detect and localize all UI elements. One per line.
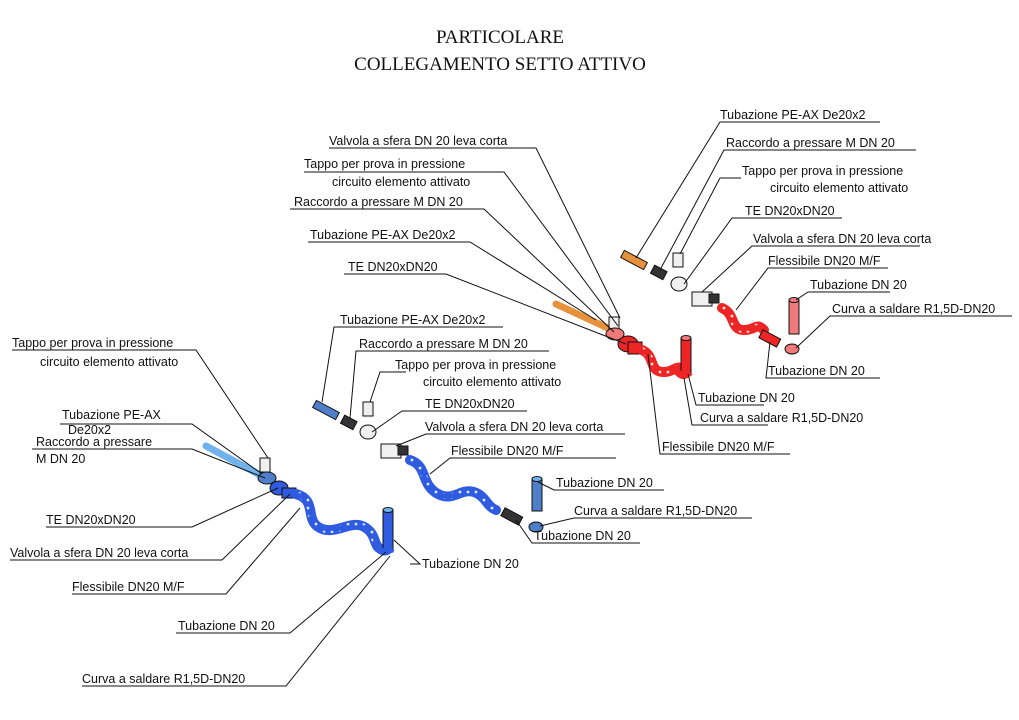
left-label-pe-ax-1: Tubazione PE-AX xyxy=(62,408,162,422)
assembly-left: Tappo per prova in pressione circuito el… xyxy=(10,336,519,687)
tubazione-right-segment xyxy=(758,329,782,348)
red-label-te: TE DN20xDN20 xyxy=(348,260,438,274)
mid-label-flessibile: Flessibile DN20 M/F xyxy=(451,444,564,458)
title-line-2: COLLEGAMENTO SETTO ATTIVO xyxy=(354,54,646,75)
left-label-te: TE DN20xDN20 xyxy=(46,513,136,527)
mid-label-pe-ax: Tubazione PE-AX De20x2 xyxy=(340,313,486,327)
pe-ax-pipe-red xyxy=(552,300,616,334)
mid-label-te: TE DN20xDN20 xyxy=(425,397,515,411)
tappo-left xyxy=(259,457,271,473)
right-label-tubazione-top: Tubazione DN 20 xyxy=(810,278,907,292)
red-label-raccordo: Raccordo a pressare M DN 20 xyxy=(294,195,463,209)
right-label-te: TE DN20xDN20 xyxy=(745,204,835,218)
right-label-flessibile: Flessibile DN20 M/F xyxy=(768,254,881,268)
tubazione-left-vertical xyxy=(382,509,394,553)
mid-label-tappo-1: Tappo per prova in pressione xyxy=(395,358,556,372)
te-middle xyxy=(359,424,377,440)
mid-label-tubazione-top: Tubazione DN 20 xyxy=(556,476,653,490)
red-label-flessibile: Flessibile DN20 M/F xyxy=(662,440,775,454)
tappo-middle xyxy=(362,401,374,417)
curva-left xyxy=(375,545,395,556)
pe-ax-pipe-left xyxy=(202,442,266,480)
tubazione-right-vertical xyxy=(788,299,800,335)
mid-label-tappo-2: circuito elemento attivato xyxy=(423,375,561,389)
left-label-tubazione-bottom: Tubazione DN 20 xyxy=(178,619,275,633)
right-label-tappo-1: Tappo per prova in pressione xyxy=(742,164,903,178)
raccordo-middle xyxy=(339,414,358,431)
mid-label-tubazione-bottom: Tubazione DN 20 xyxy=(534,529,631,543)
left-label-tappo-2: circuito elemento attivato xyxy=(40,355,178,369)
title-line-1: PARTICOLARE xyxy=(436,27,564,48)
curva-red xyxy=(672,368,693,379)
tappo-right xyxy=(672,252,684,268)
assembly-exploded-red: Tubazione PE-AX De20x2 Raccordo a pressa… xyxy=(619,108,1012,379)
left-label-tappo-1: Tappo per prova in pressione xyxy=(12,336,173,350)
pe-ax-pipe-right xyxy=(619,249,649,271)
right-label-tappo-2: circuito elemento attivato xyxy=(770,181,908,195)
tubazione-middle-segment xyxy=(500,507,524,526)
red-label-curva: Curva a saldare R1,5D-DN20 xyxy=(700,411,863,425)
red-label-pe-ax: Tubazione PE-AX De20x2 xyxy=(310,228,456,242)
right-label-raccordo: Raccordo a pressare M DN 20 xyxy=(726,136,895,150)
left-label-curva: Curva a saldare R1,5D-DN20 xyxy=(82,672,245,686)
right-label-pe-ax: Tubazione PE-AX De20x2 xyxy=(720,108,866,122)
assembly-middle: Tubazione PE-AX De20x2 Raccordo a pressa… xyxy=(311,313,752,544)
left-label-flessibile: Flessibile DN20 M/F xyxy=(72,580,185,594)
tubazione-red-vertical xyxy=(680,337,692,375)
curva-right xyxy=(784,343,800,355)
right-label-curva: Curva a saldare R1,5D-DN20 xyxy=(832,302,995,316)
raccordo-right xyxy=(649,264,668,281)
mid-label-valvola: Valvola a sfera DN 20 leva corta xyxy=(425,420,603,434)
left-label-valvola: Valvola a sfera DN 20 leva corta xyxy=(10,546,188,560)
mid-label-curva: Curva a saldare R1,5D-DN20 xyxy=(574,504,737,518)
te-right xyxy=(670,276,688,292)
left-label-raccordo-1: Raccordo a pressare xyxy=(36,435,152,449)
red-label-tubazione: Tubazione DN 20 xyxy=(698,391,795,405)
pe-ax-pipe-middle xyxy=(311,399,341,421)
mid-label-raccordo: Raccordo a pressare M DN 20 xyxy=(359,337,528,351)
left-label-raccordo-2: M DN 20 xyxy=(36,452,85,466)
left-label-pe-ax-2: De20x2 xyxy=(68,423,111,437)
raccordo-left xyxy=(257,471,277,485)
right-label-valvola: Valvola a sfera DN 20 leva corta xyxy=(753,232,931,246)
left-label-tubazione-right: Tubazione DN 20 xyxy=(422,557,519,571)
curva-middle xyxy=(528,521,544,533)
red-label-valvola: Valvola a sfera DN 20 leva corta xyxy=(329,134,507,148)
red-label-tappo-1: Tappo per prova in pressione xyxy=(304,157,465,171)
red-label-tappo-2: circuito elemento attivato xyxy=(332,175,470,189)
assembly-red: Valvola a sfera DN 20 leva corta Tappo p… xyxy=(290,134,863,455)
right-label-tubazione-bottom: Tubazione DN 20 xyxy=(768,364,865,378)
